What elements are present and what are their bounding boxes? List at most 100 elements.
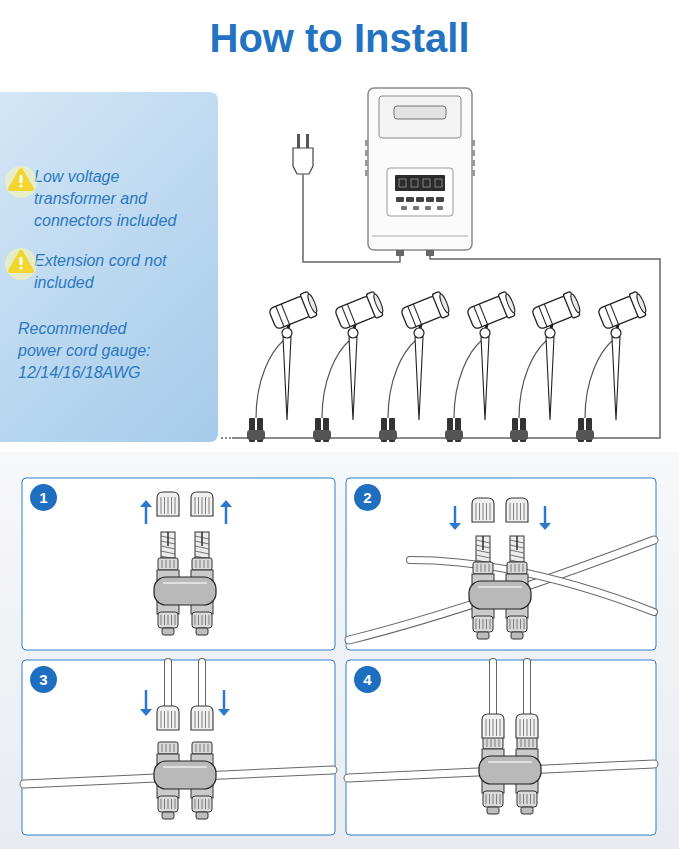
- ridge-line: [513, 619, 514, 629]
- connector-collet: [161, 532, 175, 558]
- warning-triangle: [10, 252, 32, 271]
- connector-tip: [487, 807, 499, 814]
- connector-tip: [477, 632, 489, 639]
- light-knuckle: [611, 328, 621, 338]
- light-wire: [519, 340, 547, 418]
- ground-stake: [481, 337, 489, 420]
- direction-arrow: [544, 506, 547, 524]
- ridge-line: [476, 619, 477, 629]
- plug-pin: [306, 134, 309, 149]
- ridge-line: [200, 744, 201, 752]
- side-rib: [472, 170, 475, 176]
- thread-line: [195, 546, 209, 549]
- thread-line: [510, 555, 524, 558]
- ridge-line: [486, 503, 487, 520]
- page-title: How to Install: [0, 16, 679, 61]
- cap-shell: [157, 706, 179, 730]
- connector-cap: [191, 492, 213, 516]
- ridge-line: [209, 497, 210, 514]
- side-rib: [472, 150, 475, 156]
- ridge-line: [523, 794, 524, 804]
- mini-connector-bridge: [445, 430, 463, 440]
- bridge-highlight: [163, 766, 207, 768]
- connector-nut: [192, 742, 212, 754]
- ridge-line: [195, 711, 196, 728]
- collet-slit: [516, 536, 517, 550]
- spotlight: [313, 290, 386, 442]
- ridge-line: [208, 744, 209, 752]
- step-number: 4: [354, 666, 381, 693]
- ridge-line: [490, 619, 491, 629]
- connector-nut: [192, 796, 212, 812]
- case-seam: [372, 236, 468, 237]
- ridge-line: [520, 719, 521, 736]
- step-illustration: [24, 662, 333, 819]
- bridge-highlight: [488, 761, 532, 763]
- ridge-line: [500, 719, 501, 736]
- cap-shell: [516, 714, 538, 738]
- thread-line: [195, 551, 209, 554]
- connector-nut: [158, 558, 178, 570]
- note-text: Low voltage transformer and connectors i…: [34, 166, 194, 232]
- ridge-line: [486, 719, 487, 736]
- ridge-line: [479, 619, 480, 629]
- arrow-head: [140, 709, 152, 716]
- direction-arrow: [145, 506, 148, 524]
- light-head: [597, 290, 649, 331]
- light-wire: [388, 340, 416, 418]
- ridge-line: [523, 719, 524, 736]
- ridge-line: [166, 744, 167, 752]
- connector-cap: [191, 706, 213, 730]
- ridge-line: [175, 799, 176, 809]
- cable-core: [490, 662, 496, 716]
- connector-cap: [506, 498, 528, 522]
- continuation-dot: [229, 437, 231, 439]
- lower-background: [0, 452, 679, 849]
- ridge-line: [205, 711, 206, 728]
- lamp-fin: [474, 306, 482, 326]
- ridge-line: [195, 497, 196, 514]
- side-rib: [472, 140, 475, 146]
- ridge-line: [517, 503, 518, 520]
- ridge-line: [168, 711, 169, 728]
- control-button: [416, 197, 424, 202]
- warning-icon: [5, 166, 37, 198]
- callout-number: 3: [30, 666, 57, 693]
- ridge-line: [202, 711, 203, 728]
- transformer-handle: [394, 106, 446, 119]
- step-number: 2: [354, 484, 381, 511]
- continuation-dot: [225, 437, 227, 439]
- connector-bridge: [154, 577, 216, 605]
- ridge-line: [204, 560, 205, 568]
- ridge-line: [495, 739, 496, 747]
- ridge-line: [483, 503, 484, 520]
- display-segment: [423, 179, 430, 187]
- collet-slit: [482, 536, 483, 550]
- light-wire: [454, 340, 482, 418]
- ridge-line: [196, 744, 197, 752]
- lamp-fin: [408, 306, 416, 326]
- light-wire: [585, 340, 613, 418]
- ridge-line: [510, 619, 511, 629]
- connector-nut: [517, 737, 537, 749]
- arrow-head: [539, 523, 551, 530]
- ridge-line: [493, 794, 494, 804]
- ridge-line: [519, 564, 520, 572]
- ground-stake: [546, 337, 554, 420]
- ridge-line: [162, 560, 163, 568]
- ridge-line: [486, 619, 487, 629]
- transformer-hood: [379, 96, 461, 138]
- light-wire: [322, 340, 350, 418]
- ridge-line: [161, 799, 162, 809]
- callout-number: 1: [30, 484, 57, 511]
- exclamation-bar: [20, 257, 23, 265]
- arrow-head: [449, 523, 461, 530]
- output-terminal: [426, 250, 434, 256]
- light-knuckle: [348, 328, 358, 338]
- ridge-line: [483, 619, 484, 629]
- ridge-line: [487, 739, 488, 747]
- ridge-line: [500, 794, 501, 804]
- ridge-line: [515, 564, 516, 572]
- control-panel: [387, 168, 453, 216]
